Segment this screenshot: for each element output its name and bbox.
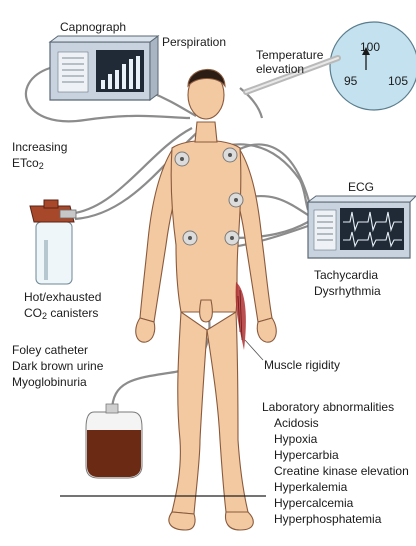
gauge-reading-100: 100 bbox=[360, 40, 380, 55]
canisters-label-line1: Hot/exhausted bbox=[24, 290, 101, 305]
lab-item: Hypoxia bbox=[262, 431, 409, 447]
left-hand bbox=[136, 318, 155, 342]
capnograph-monitor bbox=[50, 36, 158, 100]
foley-label-line3: Myoglobinuria bbox=[12, 375, 87, 390]
lab-item: Acidosis bbox=[262, 415, 409, 431]
right-foot bbox=[226, 512, 254, 530]
co2-canister bbox=[30, 200, 76, 284]
co2-main: CO bbox=[24, 306, 42, 320]
urine-bag bbox=[86, 404, 142, 478]
neck bbox=[195, 122, 217, 142]
etco2-label: ETco2 bbox=[12, 156, 44, 171]
increasing-label: Increasing bbox=[12, 140, 67, 155]
muscle-rigidity-label: Muscle rigidity bbox=[264, 358, 340, 373]
ecg-monitor bbox=[308, 196, 416, 258]
foley-label-line1: Foley catheter bbox=[12, 343, 88, 358]
right-hand bbox=[257, 318, 276, 342]
gauge-reading-95: 95 bbox=[344, 74, 357, 89]
left-foot bbox=[169, 512, 195, 530]
tachycardia-label: Tachycardia bbox=[314, 268, 378, 283]
lab-item: Hypercalcemia bbox=[262, 495, 409, 511]
dysrhythmia-label: Dysrhythmia bbox=[314, 284, 381, 299]
perspiration-label: Perspiration bbox=[162, 35, 226, 50]
foley-label-line2: Dark brown urine bbox=[12, 359, 103, 374]
lab-item: Hyperphosphatemia bbox=[262, 511, 409, 527]
temperature-label-line2: elevation bbox=[256, 62, 304, 77]
ecg-label: ECG bbox=[348, 180, 374, 195]
etco2-sub: 2 bbox=[39, 161, 44, 171]
patient-figure bbox=[136, 69, 277, 530]
temperature-label-line1: Temperature bbox=[256, 48, 323, 63]
gauge-reading-105: 105 bbox=[388, 74, 408, 89]
groin bbox=[200, 300, 213, 322]
muscle-pointer bbox=[245, 340, 263, 360]
lab-item: Creatine kinase elevation bbox=[262, 463, 409, 479]
canisters-word: canisters bbox=[47, 306, 98, 320]
canisters-label-line2: CO2 canisters bbox=[24, 306, 98, 321]
capnograph-label: Capnograph bbox=[60, 20, 126, 35]
lab-panel-title: Laboratory abnormalities bbox=[262, 399, 409, 415]
lab-item: Hyperkalemia bbox=[262, 479, 409, 495]
lab-item: Hypercarbia bbox=[262, 447, 409, 463]
right-leg bbox=[207, 312, 248, 512]
left-leg bbox=[172, 312, 207, 514]
etco2-main: ETco bbox=[12, 156, 39, 170]
lab-abnormalities-panel: Laboratory abnormalities Acidosis Hypoxi… bbox=[262, 399, 409, 527]
